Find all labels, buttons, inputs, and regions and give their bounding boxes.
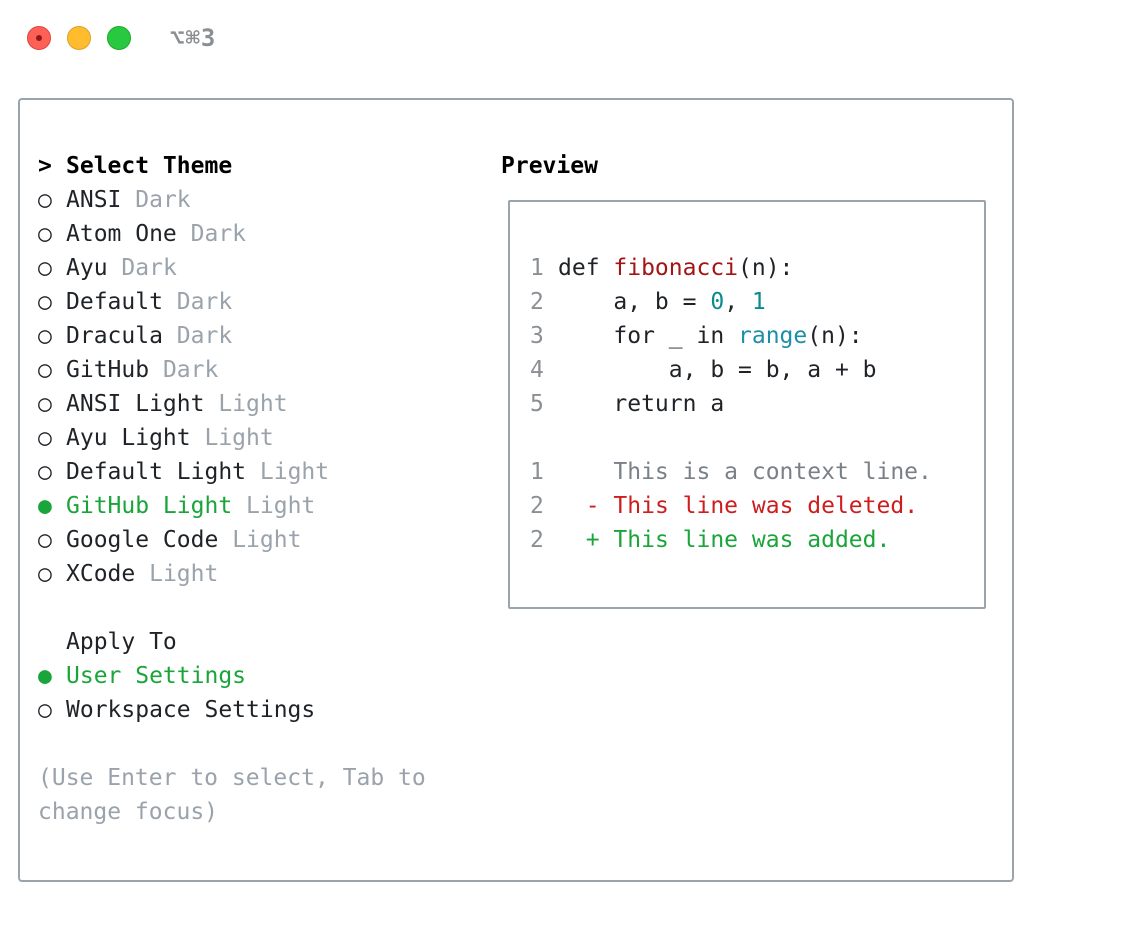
diff-line-deleted: 2 - This line was deleted. — [530, 493, 919, 519]
apply-to-option[interactable]: ○ Workspace Settings — [38, 693, 478, 727]
apply-to-option[interactable]: ● User Settings — [38, 659, 478, 693]
apply-to-heading: Apply To — [38, 625, 478, 659]
title-bar: ⌥⌘3 — [0, 0, 1140, 76]
theme-variant: Light — [149, 561, 219, 587]
radio-off-icon: ○ — [38, 527, 52, 553]
radio-off-icon: ○ — [38, 357, 52, 383]
theme-list: ○ ANSI Dark ○ Atom One Dark ○ Ayu Dark ○ Defaul… — [38, 183, 478, 591]
close-button[interactable] — [27, 26, 51, 50]
theme-option[interactable]: ○ Atom One Dark — [38, 217, 478, 251]
theme-option[interactable]: ○ ANSI Dark — [38, 183, 478, 217]
theme-option[interactable]: ○ XCode Light — [38, 557, 478, 591]
radio-on-icon: ● — [38, 493, 52, 519]
code-line-5: 5 return a — [530, 391, 725, 417]
theme-selector-column: > Select Theme ○ ANSI Dark ○ Atom One Dark ○ A… — [38, 149, 478, 829]
spacer — [530, 421, 932, 455]
code-line-2: 2 a, b = 0, 1 — [530, 289, 766, 315]
apply-to-list: ● User Settings ○ Workspace Settings — [38, 659, 478, 727]
apply-to-title: Apply To — [66, 629, 177, 655]
theme-option[interactable]: ○ Default Dark — [38, 285, 478, 319]
theme-variant: Light — [204, 425, 274, 451]
minimize-button[interactable] — [67, 26, 91, 50]
theme-variant: Dark — [162, 357, 219, 383]
radio-off-icon: ○ — [38, 187, 52, 213]
keyboard-hint: (Use Enter to select, Tab to change focu… — [38, 761, 478, 829]
radio-off-icon: ○ — [38, 255, 52, 281]
focus-caret: > — [38, 153, 52, 179]
theme-name: Default — [66, 289, 163, 315]
spacer — [38, 727, 478, 761]
theme-name: GitHub — [66, 357, 150, 383]
radio-off-icon: ○ — [38, 323, 52, 349]
apply-to-label: User Settings — [66, 663, 247, 689]
radio-on-icon: ● — [38, 663, 52, 689]
radio-off-icon: ○ — [38, 425, 52, 451]
preview-title: Preview — [501, 153, 598, 179]
theme-name: XCode — [66, 561, 136, 587]
theme-name: ANSI — [66, 187, 122, 213]
diff-line-added: 2 + This line was added. — [530, 527, 891, 553]
theme-name: ANSI Light — [66, 391, 205, 417]
theme-variant: Dark — [135, 187, 191, 213]
spacer — [38, 591, 478, 625]
radio-off-icon: ○ — [38, 221, 52, 247]
radio-off-icon: ○ — [38, 561, 52, 587]
zoom-button[interactable] — [107, 26, 131, 50]
apply-to-label: Workspace Settings — [66, 697, 316, 723]
hint-line-1: (Use Enter to select, Tab to — [38, 765, 426, 791]
radio-off-icon: ○ — [38, 697, 52, 723]
theme-option[interactable]: ○ Ayu Light Light — [38, 421, 478, 455]
theme-name: GitHub Light — [66, 493, 233, 519]
theme-option[interactable]: ○ ANSI Light Light — [38, 387, 478, 421]
theme-variant: Dark — [176, 289, 233, 315]
select-theme-heading: > Select Theme — [38, 149, 478, 183]
theme-option[interactable]: ○ Default Light Light — [38, 455, 478, 489]
theme-name: Atom One — [66, 221, 177, 247]
diff-line-context: 1 This is a context line. — [530, 459, 932, 485]
theme-variant: Dark — [121, 255, 177, 281]
theme-name: Default Light — [66, 459, 247, 485]
select-theme-title: Select Theme — [66, 153, 233, 179]
code-line-4: 4 a, b = b, a + b — [530, 357, 877, 383]
radio-off-icon: ○ — [38, 391, 52, 417]
theme-name: Ayu — [66, 255, 108, 281]
theme-variant: Light — [246, 493, 316, 519]
theme-name: Google Code — [66, 527, 219, 553]
window-shortcut: ⌥⌘3 — [170, 24, 217, 52]
radio-off-icon: ○ — [38, 459, 52, 485]
hint-line-2: change focus) — [38, 799, 219, 825]
theme-variant: Light — [259, 459, 330, 485]
theme-option[interactable]: ○ Dracula Dark — [38, 319, 478, 353]
theme-option[interactable]: ○ Ayu Dark — [38, 251, 478, 285]
theme-variant: Dark — [176, 323, 233, 349]
code-line-3: 3 for _ in range(n): — [530, 323, 863, 349]
theme-name: Ayu Light — [66, 425, 191, 451]
theme-option[interactable]: ● GitHub Light Light — [38, 489, 478, 523]
theme-option[interactable]: ○ Google Code Light — [38, 523, 478, 557]
theme-name: Dracula — [66, 323, 163, 349]
theme-variant: Dark — [190, 221, 247, 247]
theme-variant: Light — [232, 527, 302, 553]
theme-variant: Light — [218, 391, 288, 417]
theme-option[interactable]: ○ GitHub Dark — [38, 353, 478, 387]
theme-dialog — [18, 98, 1014, 882]
radio-off-icon: ○ — [38, 289, 52, 315]
